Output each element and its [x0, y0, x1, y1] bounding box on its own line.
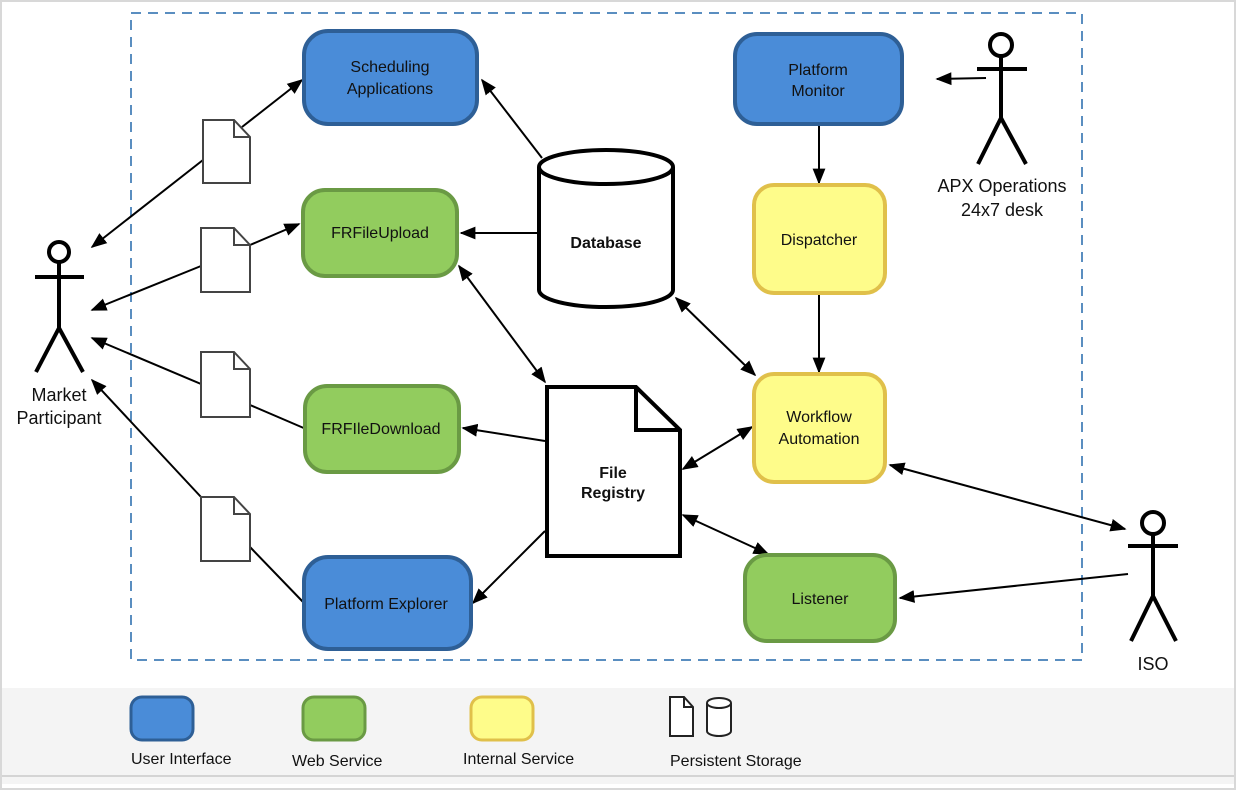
node-platform-explorer[interactable]: Platform Explorer — [302, 555, 473, 651]
node-label-line: File — [599, 465, 627, 482]
node-label-line: Platform — [788, 62, 848, 79]
edge-iso-to-listener — [898, 573, 1129, 603]
actor-label-market-participant: Participant — [16, 408, 101, 428]
edge-database-workflow — [674, 296, 757, 377]
database-icon — [706, 697, 732, 737]
legend-swatch-user-interface — [129, 695, 195, 742]
node-listener[interactable]: Listener — [743, 553, 897, 643]
legend-item-internal-service: Internal Service — [463, 695, 574, 768]
edge-doc1-to-scheduling — [241, 79, 304, 128]
doc-icon-3 — [200, 351, 251, 418]
doc-icon-4 — [200, 496, 251, 562]
actor-label-iso: ISO — [1137, 654, 1168, 674]
actor-head-icon — [988, 32, 1014, 58]
node-frfileupload[interactable]: FRFileUpload — [301, 188, 459, 278]
legend-item-persistent-storage: Persistent Storage — [669, 696, 802, 770]
edge-database-to-scheduling — [481, 78, 543, 159]
actor-label-apx-operations: 24x7 desk — [961, 200, 1044, 220]
node-label-line: Scheduling — [350, 59, 429, 76]
edge-file-registry-workflow — [681, 426, 754, 470]
doc-icon-1 — [202, 119, 251, 184]
edge-doc4-to-market-participant — [90, 378, 202, 498]
legend-panel — [2, 688, 1234, 784]
node-label-line: FRFIleDownload — [321, 421, 440, 438]
legend-label: User Interface — [131, 751, 232, 768]
node-label-line: Automation — [779, 431, 860, 448]
edge-doc1-to-market-participant — [90, 159, 204, 248]
document-icon — [669, 696, 694, 737]
node-database[interactable]: Database — [537, 148, 675, 309]
legend: User Interface Web Service Internal Serv… — [129, 695, 802, 770]
actor-market-participant[interactable] — [34, 240, 85, 373]
node-frfiledownload[interactable]: FRFIleDownload — [303, 384, 461, 474]
node-label-line: Applications — [347, 81, 433, 98]
edge-file-registry-listener — [681, 514, 770, 555]
legend-swatch-web-service — [301, 695, 367, 742]
node-label-line: Workflow — [786, 409, 852, 426]
node-label-line: Database — [570, 235, 641, 252]
edge-doc2-to-frfileupload — [249, 223, 301, 246]
legend-item-user-interface: User Interface — [129, 695, 232, 768]
actor-label-apx-operations: APX Operations — [937, 176, 1066, 196]
node-label-line: Monitor — [791, 83, 845, 100]
actor-head-icon — [47, 240, 71, 264]
actor-head-icon — [1140, 510, 1166, 536]
legend-item-web-service: Web Service — [292, 695, 383, 770]
edge-workflow-iso — [888, 462, 1127, 532]
actor-iso[interactable] — [1128, 510, 1178, 642]
node-platform-monitor[interactable]: Platform Monitor — [733, 32, 904, 126]
actor-apx-operations[interactable] — [976, 32, 1028, 165]
node-label-line: Platform Explorer — [324, 596, 448, 613]
edge-platformexplorer-to-doc4 — [249, 546, 305, 604]
doc-icon-2 — [200, 227, 251, 293]
edge-frfileupload-file-registry — [458, 264, 546, 384]
node-label-line: Registry — [581, 485, 645, 502]
edges — [90, 72, 1129, 605]
legend-label: Persistent Storage — [670, 753, 802, 770]
legend-swatch-internal-service — [469, 695, 535, 742]
actor-label-market-participant: Market — [31, 385, 86, 405]
edge-file-registry-to-platformexplorer — [471, 530, 546, 605]
node-label-line: Dispatcher — [781, 232, 858, 249]
legend-label: Internal Service — [463, 751, 574, 768]
node-file-registry[interactable]: File Registry — [545, 385, 682, 558]
edge-file-registry-to-frfiledownload — [461, 423, 546, 442]
node-label-line: Listener — [792, 591, 850, 608]
legend-label: Web Service — [292, 753, 383, 770]
node-dispatcher[interactable]: Dispatcher — [752, 183, 887, 295]
node-label-line: FRFileUpload — [331, 225, 429, 242]
edge-doc3-to-market-participant — [90, 337, 202, 385]
edge-frfiledownload-to-doc3 — [249, 404, 307, 430]
edge-apx-to-monitor — [935, 72, 987, 86]
edge-doc2-to-market-participant — [90, 265, 202, 311]
node-scheduling-applications[interactable]: Scheduling Applications — [302, 29, 479, 126]
node-workflow-automation[interactable]: Workflow Automation — [752, 372, 887, 484]
